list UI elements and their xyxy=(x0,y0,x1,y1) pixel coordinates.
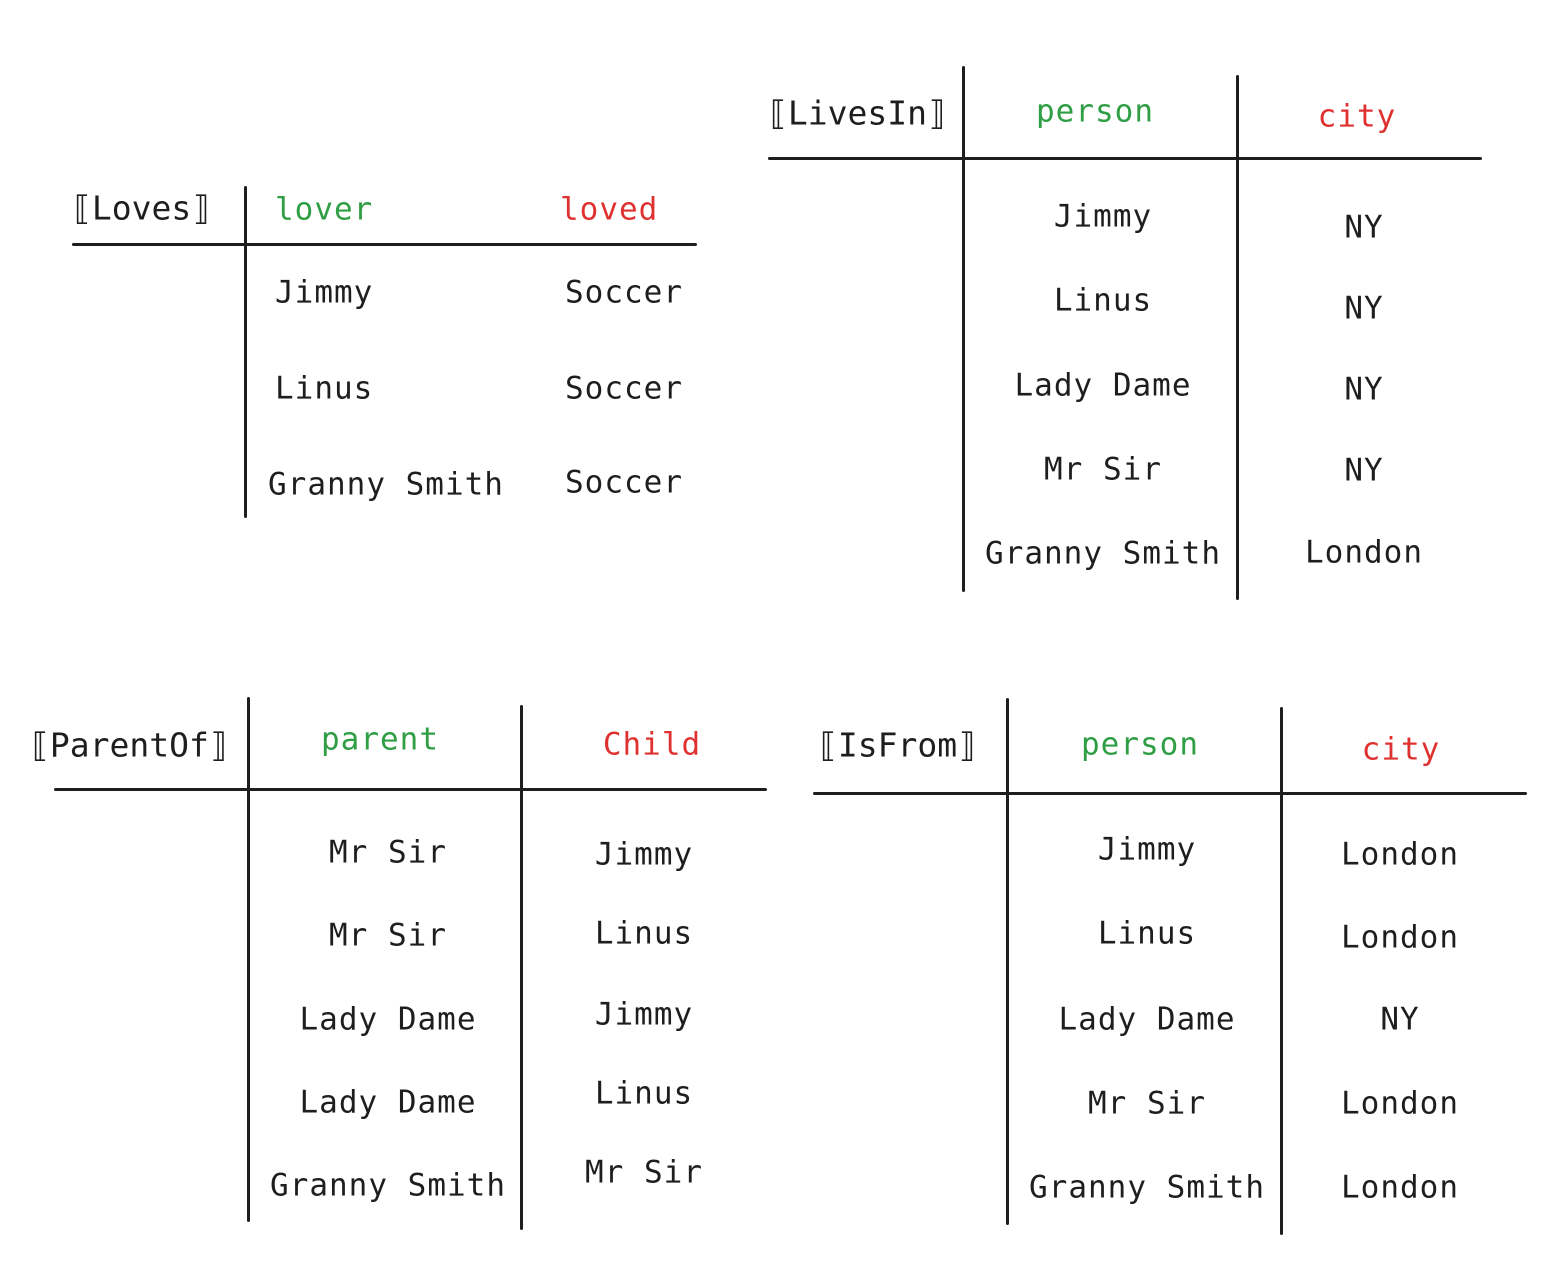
table-cell: Mr Sir xyxy=(329,917,447,954)
table-cell: Linus xyxy=(594,1075,694,1112)
table-cell: NY xyxy=(1344,209,1384,246)
table-cell: Mr Sir xyxy=(585,1154,703,1191)
table-cell: Granny Smith xyxy=(985,535,1221,572)
table-cell: Soccer xyxy=(565,370,683,407)
table-cell: Jimmy xyxy=(1053,198,1153,235)
table-cell: Linus xyxy=(594,915,694,952)
table-title: ⟦Loves⟧ xyxy=(72,188,212,228)
column-divider xyxy=(962,66,965,592)
column-divider xyxy=(247,697,250,1222)
table-cell: London xyxy=(1305,534,1423,571)
table-cell: Lady Dame xyxy=(299,1001,477,1038)
column-header-city: city xyxy=(1317,98,1397,135)
table-cell: Soccer xyxy=(565,464,683,501)
table-cell: Linus xyxy=(275,370,374,407)
table-cell: Granny Smith xyxy=(270,1167,506,1204)
column-divider xyxy=(244,186,247,518)
table-cell: Lady Dame xyxy=(1058,1001,1236,1038)
table-cell: NY xyxy=(1344,452,1384,489)
table-cell: Lady Dame xyxy=(299,1084,477,1121)
table-cell: London xyxy=(1341,836,1459,873)
column-header-child: Child xyxy=(602,726,702,763)
column-header-parent: parent xyxy=(321,721,439,758)
column-header-loved: loved xyxy=(560,191,659,228)
table-cell: Soccer xyxy=(565,274,683,311)
header-divider xyxy=(72,243,697,246)
table-cell: Jimmy xyxy=(594,996,694,1033)
table-title: ⟦ParentOf⟧ xyxy=(30,725,229,765)
table-cell: Mr Sir xyxy=(1088,1085,1206,1122)
table-cell: Granny Smith xyxy=(1029,1169,1265,1206)
table-title: ⟦IsFrom⟧ xyxy=(818,725,977,765)
header-divider xyxy=(813,792,1527,795)
table-cell: NY xyxy=(1380,1001,1420,1038)
table-cell: Jimmy xyxy=(1097,831,1197,868)
table-cell: Linus xyxy=(1097,915,1197,952)
table-cell: Linus xyxy=(1053,282,1153,319)
column-header-lover: lover xyxy=(275,191,374,228)
table-cell: London xyxy=(1341,1085,1459,1122)
table-cell: NY xyxy=(1344,371,1384,408)
table-cell: NY xyxy=(1344,290,1384,327)
table-cell: London xyxy=(1341,1169,1459,1206)
header-divider xyxy=(54,788,767,791)
table-cell: Granny Smith xyxy=(268,466,504,503)
table-cell: Lady Dame xyxy=(1014,367,1192,404)
table-cell: Jimmy xyxy=(275,274,374,311)
column-divider xyxy=(1280,707,1283,1235)
column-divider xyxy=(1236,75,1239,600)
table-cell: Mr Sir xyxy=(1044,451,1162,488)
table-cell: Jimmy xyxy=(594,836,694,873)
table-cell: London xyxy=(1341,919,1459,956)
table-cell: Mr Sir xyxy=(329,834,447,871)
column-header-city: city xyxy=(1361,731,1441,768)
column-header-person: person xyxy=(1081,726,1199,763)
header-divider xyxy=(768,157,1482,160)
table-title: ⟦LivesIn⟧ xyxy=(768,93,947,133)
column-divider xyxy=(1006,698,1009,1225)
column-divider xyxy=(520,705,523,1230)
column-header-person: person xyxy=(1036,93,1154,130)
